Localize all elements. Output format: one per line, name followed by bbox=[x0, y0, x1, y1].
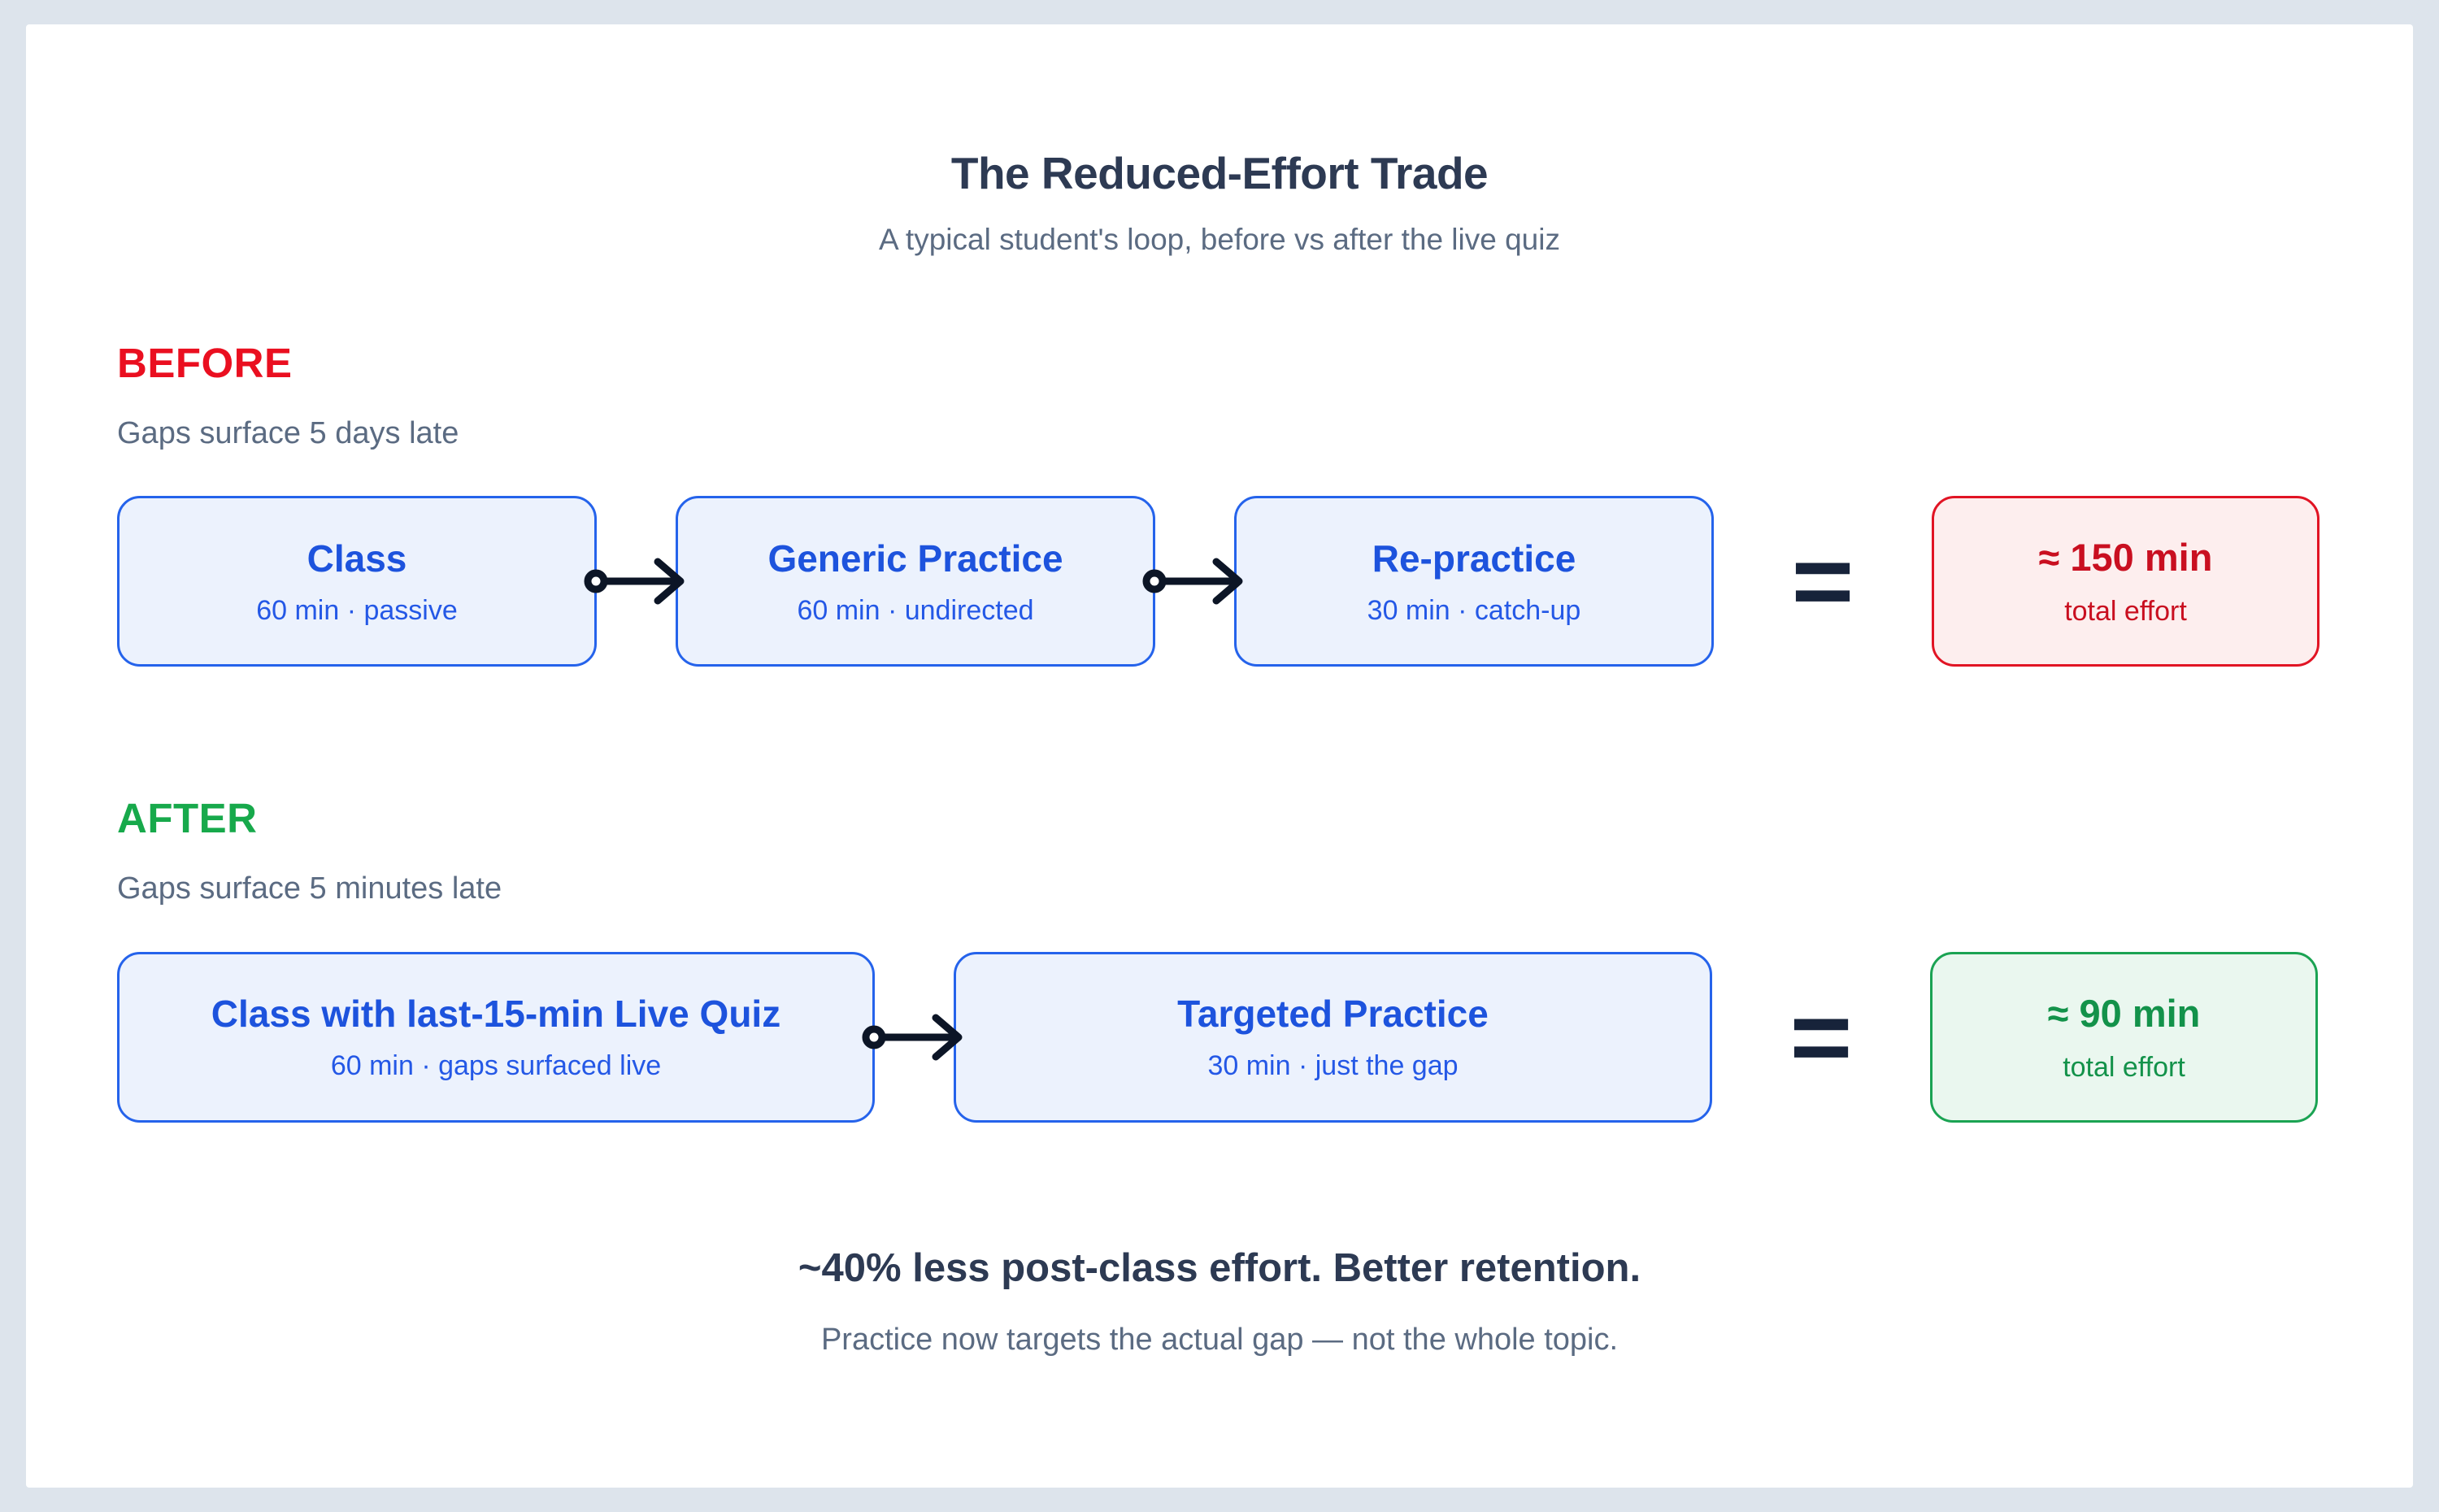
step-title: Re-practice bbox=[1372, 537, 1576, 580]
total-value: ≈ 90 min bbox=[2047, 991, 2201, 1035]
step-class: Class 60 min · passive bbox=[117, 496, 597, 667]
footer: ~40% less post-class effort. Better rete… bbox=[117, 1245, 2322, 1358]
footer-subline: Practice now targets the actual gap — no… bbox=[820, 1322, 1619, 1357]
step-title: Class with last-15-min Live Quiz bbox=[211, 993, 781, 1036]
step-detail: 30 min · catch-up bbox=[1367, 594, 1581, 626]
step-title: Targeted Practice bbox=[1177, 993, 1489, 1036]
equals-cell: = bbox=[1714, 528, 1932, 635]
after-flow-row: Class with last-15-min Live Quiz 60 min … bbox=[117, 951, 2322, 1123]
before-label: BEFORE bbox=[117, 340, 293, 387]
before-total-box: ≈ 150 min total effort bbox=[1932, 496, 2319, 667]
page-subtitle: A typical student's loop, before vs afte… bbox=[879, 223, 1560, 256]
before-section: BEFORE Gaps surface 5 days late Class 60… bbox=[117, 340, 2322, 667]
infographic-card: The Reduced-Effort Trade A typical stude… bbox=[26, 24, 2413, 1488]
step-detail: 60 min · undirected bbox=[797, 594, 1034, 626]
step-generic-practice: Generic Practice 60 min · undirected bbox=[676, 496, 1155, 667]
after-total-box: ≈ 90 min total effort bbox=[1930, 951, 2318, 1123]
after-label: AFTER bbox=[117, 795, 258, 842]
flow-arrow-icon bbox=[862, 1011, 963, 1063]
step-detail: 30 min · just the gap bbox=[1207, 1050, 1459, 1082]
before-caption: Gaps surface 5 days late bbox=[117, 415, 459, 450]
step-detail: 60 min · gaps surfaced live bbox=[330, 1050, 662, 1082]
equals-sign: = bbox=[1789, 980, 1853, 1094]
total-label: total effort bbox=[2064, 596, 2187, 628]
step-re-practice: Re-practice 30 min · catch-up bbox=[1234, 496, 1714, 667]
equals-cell: = bbox=[1712, 984, 1930, 1091]
before-flow-row: Class 60 min · passive Generic Practice … bbox=[117, 496, 2322, 667]
after-section: AFTER Gaps surface 5 minutes late Class … bbox=[117, 795, 2322, 1123]
total-label: total effort bbox=[2063, 1051, 2185, 1083]
header: The Reduced-Effort Trade A typical stude… bbox=[26, 146, 2413, 259]
after-caption: Gaps surface 5 minutes late bbox=[117, 871, 502, 906]
footer-headline: ~40% less post-class effort. Better rete… bbox=[798, 1245, 1641, 1290]
step-detail: 60 min · passive bbox=[256, 594, 458, 626]
flow-arrow-icon bbox=[1142, 555, 1243, 607]
step-class-with-live-quiz: Class with last-15-min Live Quiz 60 min … bbox=[117, 951, 875, 1123]
step-title: Generic Practice bbox=[767, 537, 1063, 580]
total-value: ≈ 150 min bbox=[2038, 536, 2213, 580]
step-targeted-practice: Targeted Practice 30 min · just the gap bbox=[954, 951, 1712, 1123]
step-title: Class bbox=[307, 537, 407, 580]
equals-sign: = bbox=[1791, 524, 1854, 638]
page-title: The Reduced-Effort Trade bbox=[950, 148, 1489, 198]
flow-arrow-icon bbox=[584, 555, 685, 607]
